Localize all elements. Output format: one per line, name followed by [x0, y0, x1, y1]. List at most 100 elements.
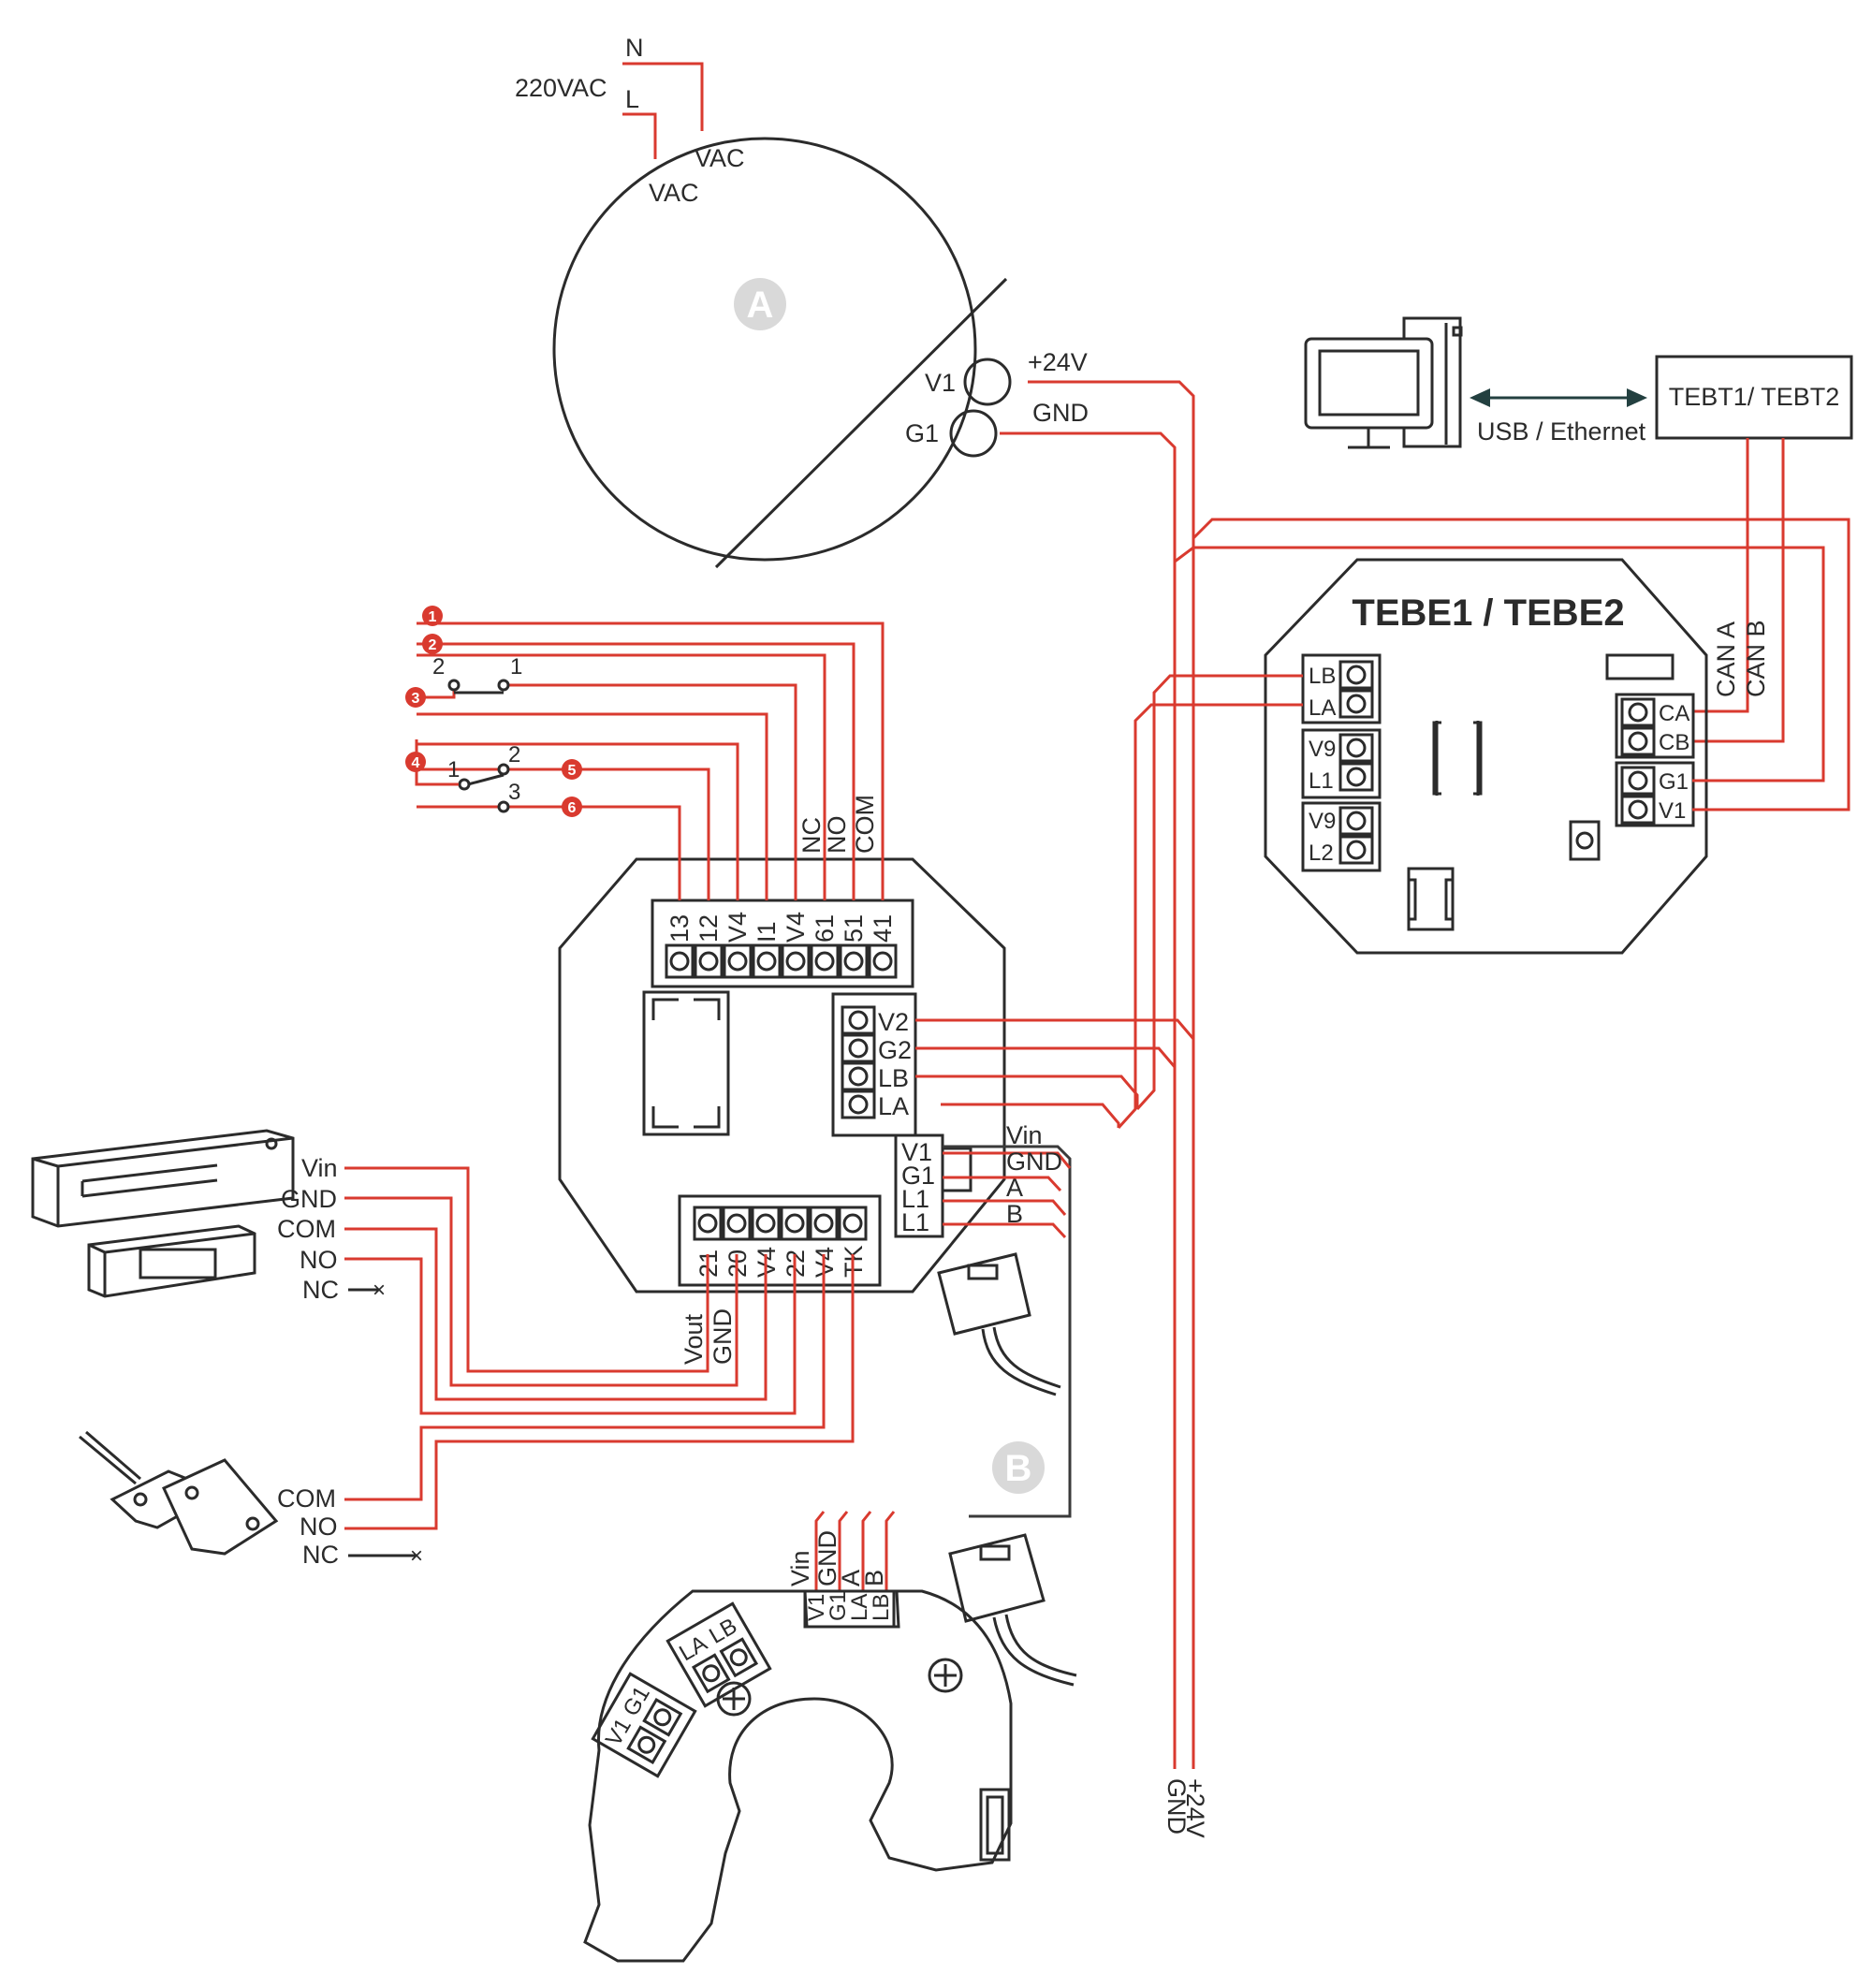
- screw-box: [1338, 806, 1374, 836]
- door-contact-magnet: [162, 1458, 279, 1556]
- screw: [653, 1708, 672, 1727]
- input-wire-3: [417, 712, 768, 900]
- screw: [848, 1094, 869, 1115]
- bottom-terminal-screws: [693, 1206, 868, 1241]
- screw-box: [1620, 766, 1656, 796]
- power-supply-outline: [552, 137, 977, 562]
- tebt-module: TEBT1/ TEBT2: [1655, 355, 1853, 440]
- plug-body: [948, 1533, 1046, 1623]
- screw-box: [1338, 762, 1374, 792]
- bottom-gnd-label: GND: [1163, 1778, 1191, 1835]
- switch2-label-1: 1: [447, 757, 460, 782]
- tebe-jumper: [1605, 653, 1675, 680]
- reader-screw-head: [716, 1681, 752, 1717]
- screw-box: [722, 1206, 752, 1241]
- badge-circle: [405, 687, 426, 708]
- bottom-gnd-label: GND: [709, 1308, 737, 1365]
- screw-box: [694, 943, 724, 979]
- relay-no-label: NO: [823, 816, 851, 855]
- screw: [1628, 799, 1648, 820]
- badge-6-label: 6: [568, 800, 577, 816]
- tebe-left-terminals: LB LA V9 L1 V9 L2: [1309, 664, 1336, 866]
- screw: [755, 1213, 776, 1234]
- side-terminal-screws: [841, 1005, 876, 1119]
- lb-wire: [915, 1074, 1139, 1109]
- top-terminal-6: 51: [840, 914, 868, 943]
- plus24v-label: +24V: [1028, 348, 1088, 376]
- reader-screw-cross: [723, 1688, 745, 1710]
- plug-latch: [967, 1264, 999, 1280]
- tebe-right-1: CB: [1659, 730, 1689, 755]
- tebe-button-dot: [1575, 831, 1594, 850]
- v1-label: V1: [925, 369, 956, 397]
- arrow-right-icon: [1627, 388, 1647, 407]
- mains-label: 220VAC: [515, 74, 607, 102]
- marker-b: [992, 1441, 1045, 1494]
- controller-outline: [558, 857, 1006, 1294]
- screw-box: [719, 1637, 759, 1678]
- top-terminal-0: 13: [665, 914, 694, 943]
- relay-corners: [651, 998, 721, 1129]
- screw: [637, 1735, 656, 1754]
- marker-a: [734, 278, 786, 330]
- switch-contact: [497, 763, 510, 776]
- side-terminal-block: [831, 992, 917, 1137]
- reader-terminal-g1: G1: [826, 1591, 851, 1621]
- plug-latch: [979, 1544, 1011, 1561]
- plus24v-bus: [1028, 380, 1195, 1769]
- screw-box: [626, 1725, 667, 1765]
- door-contact: [79, 1430, 279, 1556]
- badge-5-label: 5: [568, 763, 577, 779]
- electric-lock: [31, 1129, 295, 1298]
- tebe-left-5: L2: [1309, 841, 1334, 866]
- relay-nc-label: NC: [797, 817, 826, 854]
- switch2-label-2: 2: [508, 742, 520, 767]
- reader-screw-1: [716, 1681, 752, 1717]
- reader-cable: [943, 1145, 1072, 1518]
- reader-a-wire: [861, 1511, 872, 1591]
- bus-wire-b: B: [1006, 1200, 1023, 1228]
- screw: [1346, 767, 1367, 787]
- lock-label-vin: Vin: [301, 1154, 338, 1182]
- screw: [697, 1213, 718, 1234]
- plug-cable: [992, 1614, 1077, 1687]
- screw: [842, 1213, 863, 1234]
- maglock-slot: [80, 1163, 218, 1198]
- top-terminal-4: V4: [782, 912, 810, 943]
- v1-g1-box: [591, 1672, 697, 1778]
- vac-top-label: VAC: [695, 144, 745, 172]
- badge-circle: [562, 797, 582, 817]
- g1-label: G1: [905, 419, 939, 447]
- reader-terminal-v1: V1: [804, 1594, 829, 1621]
- bottom-terminal-labels: 21 20 V4 22 V4 TK: [695, 1245, 868, 1278]
- reader-vin-wire: [814, 1511, 826, 1591]
- screw-box: [1338, 835, 1374, 865]
- tebe-la-wire: [1117, 703, 1303, 1130]
- reader-wire-a: A: [837, 1570, 865, 1586]
- screw-box: [1338, 689, 1374, 719]
- pc-tower-button: [1452, 326, 1463, 337]
- switch-contact: [447, 679, 461, 692]
- screw: [848, 1010, 869, 1031]
- door-nc-cross-icon: ×: [410, 1543, 423, 1569]
- screw: [669, 951, 690, 972]
- lock-wires: [344, 1166, 797, 1415]
- bus-wire-vin: Vin: [1006, 1121, 1043, 1149]
- tebe-block-l1: [1301, 653, 1382, 724]
- door-no-wire: [344, 1254, 855, 1530]
- bus-wire-gnd: GND: [1006, 1147, 1062, 1176]
- badge-3: 3: [405, 687, 426, 708]
- power-supply-divider: [714, 277, 1008, 569]
- plug-cable: [981, 1326, 1061, 1396]
- badge-circle: [405, 752, 426, 772]
- switch1-label-2: 2: [432, 654, 445, 680]
- reader-connector: [979, 1788, 1011, 1862]
- input-wire-2b: [417, 653, 826, 900]
- switch-1: 2 1: [432, 654, 522, 694]
- side-terminal-2: LB: [878, 1064, 909, 1092]
- bus-gnd-wire: [943, 1176, 1062, 1192]
- screw-box: [723, 943, 753, 979]
- tebe-block-l2: [1301, 728, 1382, 799]
- switch1-wire: [504, 683, 797, 900]
